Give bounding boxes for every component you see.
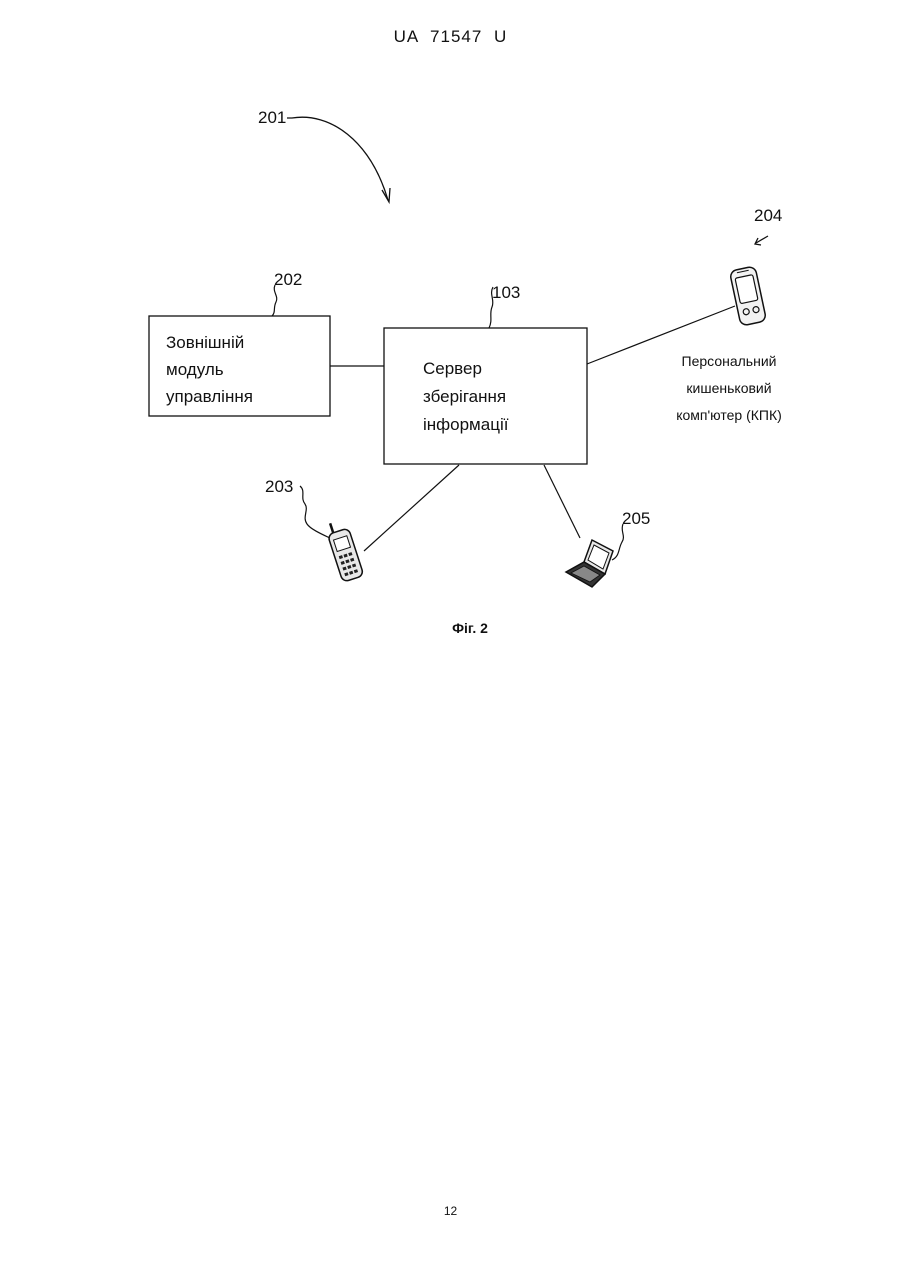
ref-205: 205 [622, 509, 650, 528]
server-line-3: інформації [423, 415, 509, 434]
figure-caption: Фіг. 2 [0, 620, 901, 636]
pda-label-line-1: Персональний [682, 353, 777, 369]
mobile-phone-icon [324, 518, 363, 582]
pda-icon [729, 266, 766, 326]
ref-201: 201 [258, 108, 286, 127]
link-server-laptop [544, 465, 580, 538]
external-module-line-2: модуль [166, 360, 224, 379]
page-number: 12 [0, 1204, 901, 1218]
pda-label-line-2: кишеньковий [686, 380, 771, 396]
laptop-icon [566, 540, 613, 587]
ref-203: 203 [265, 477, 293, 496]
external-module-line-1: Зовнішній [166, 333, 244, 352]
ref-103: 103 [492, 283, 520, 302]
server-line-1: Сервер [423, 359, 482, 378]
external-module-line-3: управління [166, 387, 253, 406]
ref-202: 202 [274, 270, 302, 289]
ref-204: 204 [754, 206, 782, 225]
leader-201 [287, 117, 388, 200]
server-line-2: зберігання [423, 387, 506, 406]
link-server-phone [364, 465, 459, 551]
leader-205 [612, 524, 623, 560]
leader-203 [300, 486, 334, 540]
pda-label-line-3: комп'ютер (КПК) [676, 407, 782, 423]
leader-202 [272, 285, 277, 316]
